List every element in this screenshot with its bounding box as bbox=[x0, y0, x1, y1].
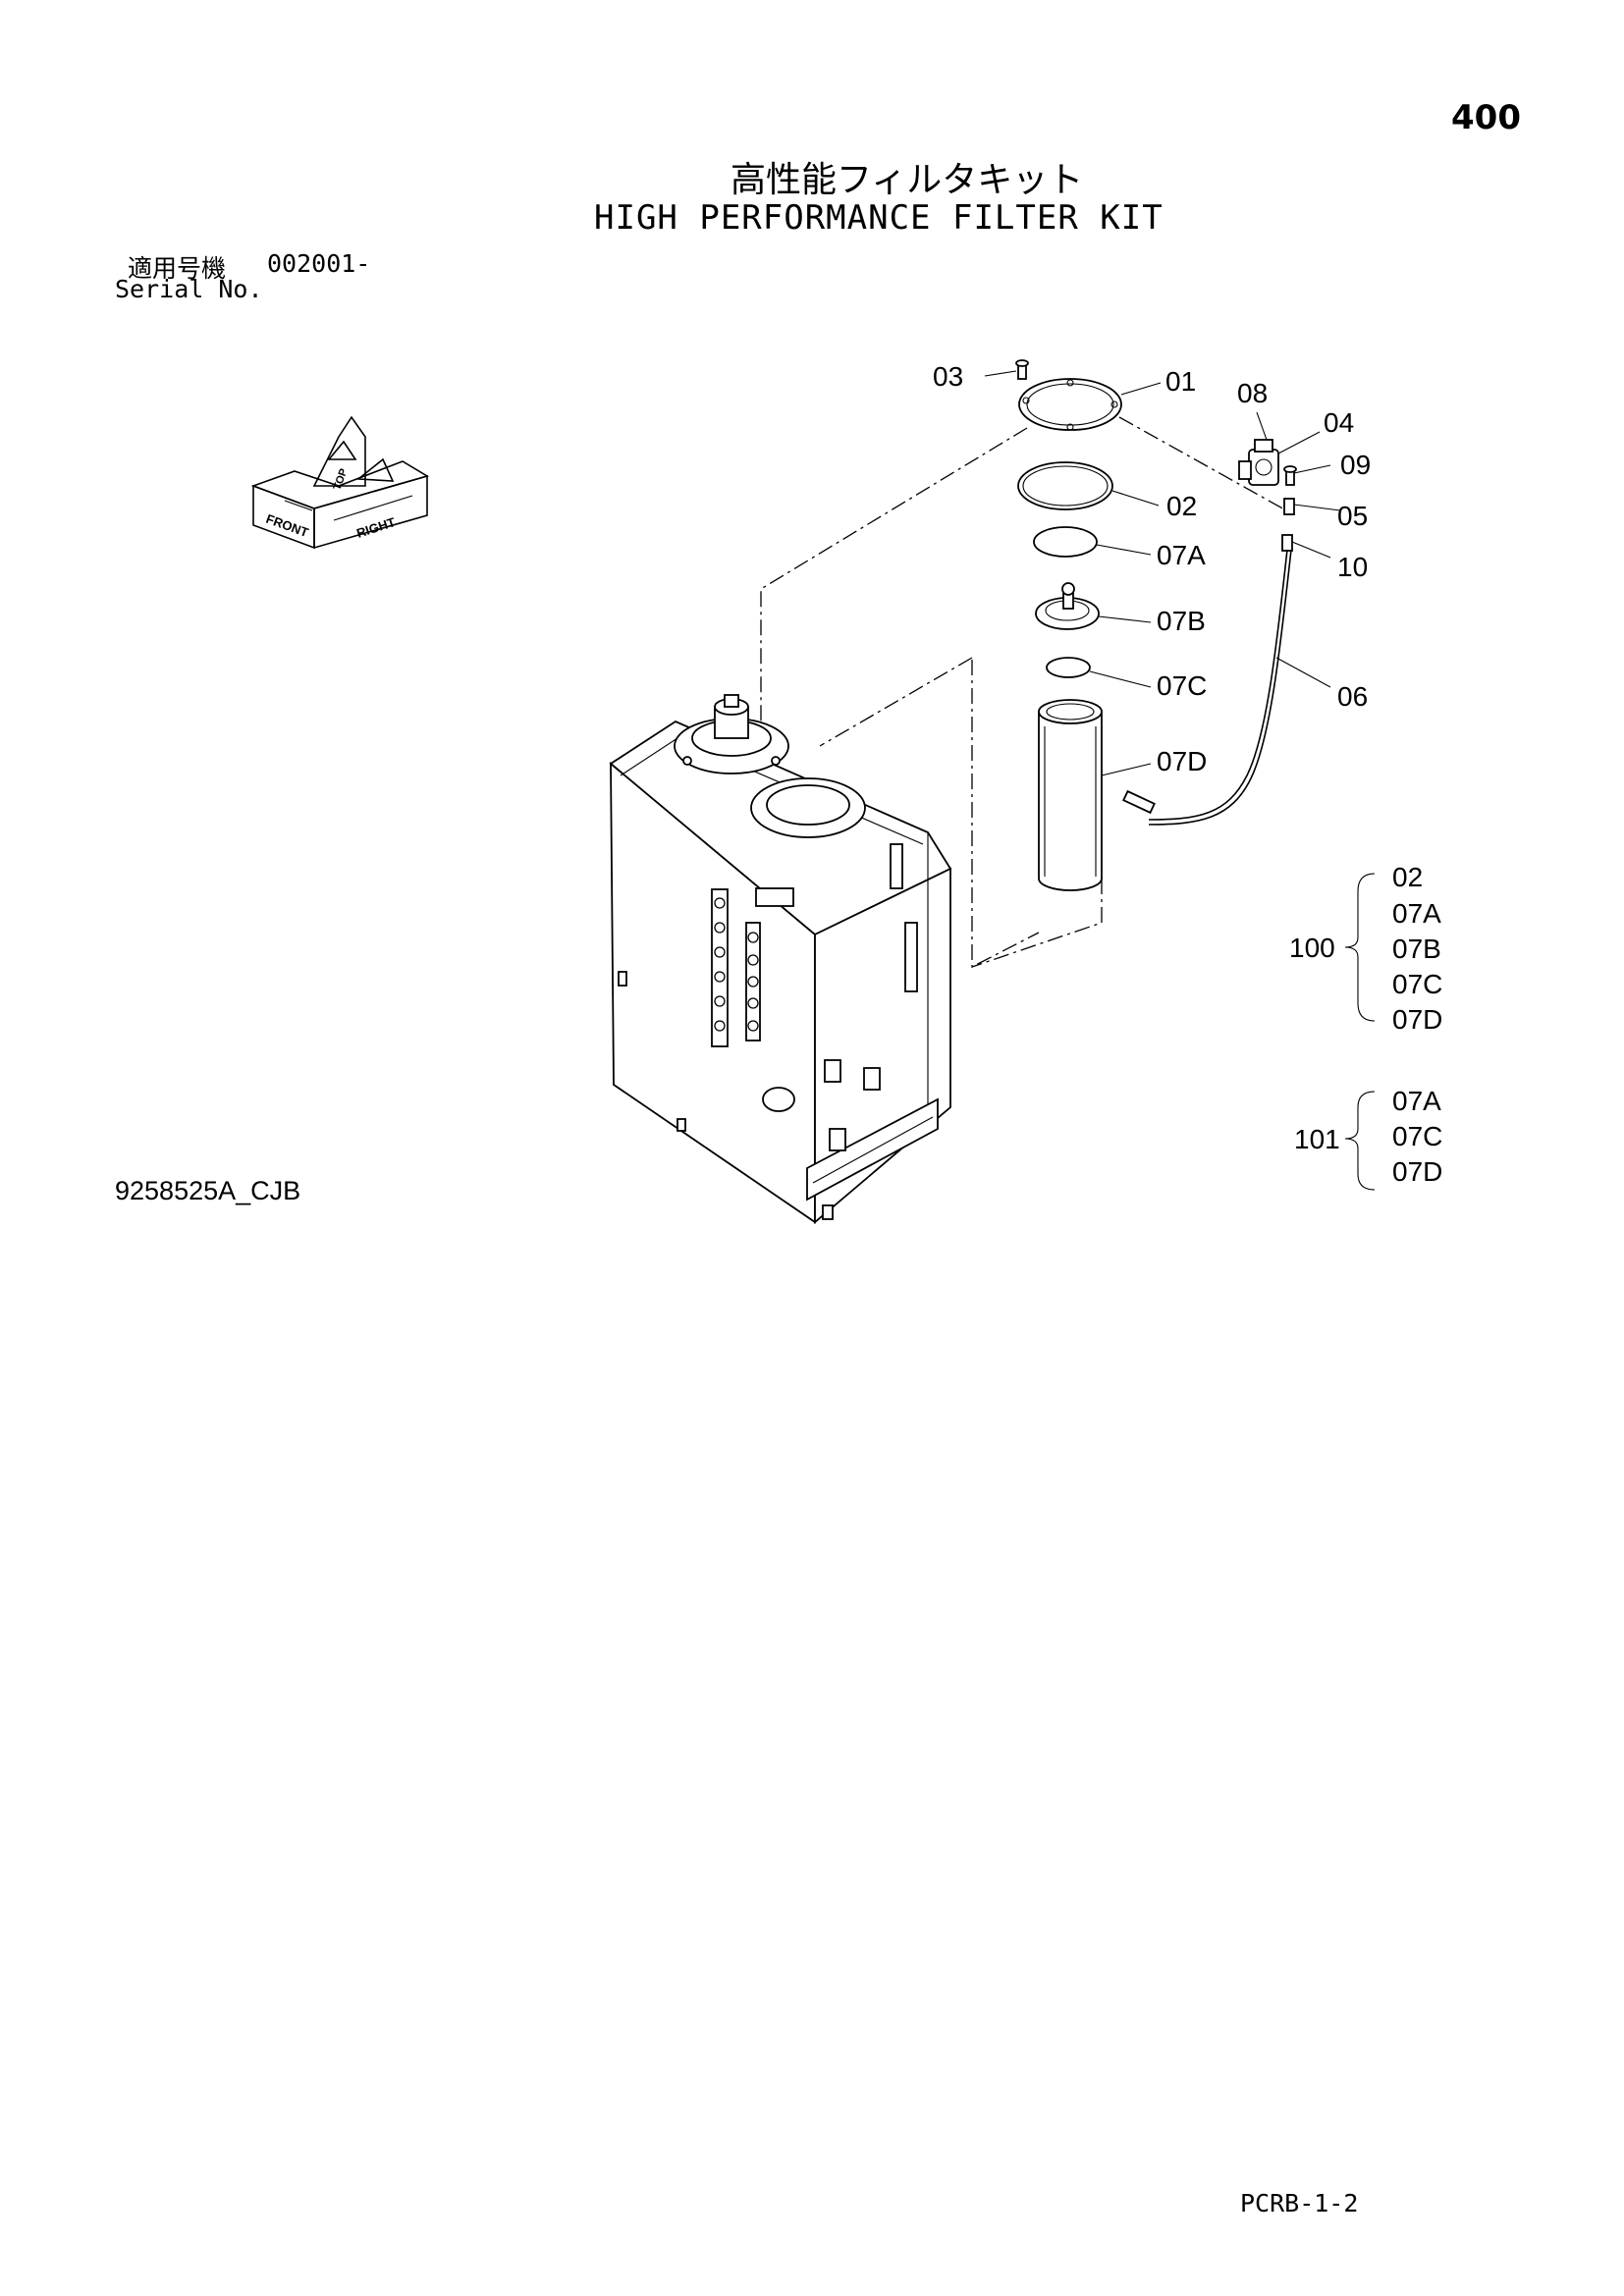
cover-bolt bbox=[1015, 359, 1029, 380]
callout-07A: 07A bbox=[1157, 540, 1206, 570]
kit-100-item: 07C bbox=[1392, 969, 1442, 999]
page-title-japanese: 高性能フィルタキット bbox=[731, 160, 1084, 200]
callout-09: 09 bbox=[1340, 450, 1371, 480]
compass-top-label: TOP bbox=[332, 467, 351, 492]
filter-o-ring bbox=[1046, 657, 1091, 678]
kit-100-number: 100 bbox=[1289, 933, 1335, 963]
kit-100-item: 07D bbox=[1392, 1004, 1442, 1035]
kit-101-item: 07D bbox=[1392, 1156, 1442, 1187]
compass-right-label: RIGHT bbox=[354, 514, 397, 541]
kit-101-number: 101 bbox=[1294, 1124, 1340, 1154]
callout-02: 02 bbox=[1166, 491, 1197, 521]
callout-07C: 07C bbox=[1157, 670, 1207, 701]
o-ring bbox=[1017, 461, 1113, 510]
callout-06: 06 bbox=[1337, 681, 1368, 712]
sensor-hose bbox=[1148, 549, 1288, 821]
serial-number-value: 002001- bbox=[267, 249, 371, 278]
hydraulic-tank bbox=[609, 694, 952, 1224]
drawing-number: 9258525A_CJB bbox=[115, 1176, 301, 1205]
callout-07D: 07D bbox=[1157, 746, 1207, 776]
footer-code: PCRB-1-2 bbox=[1240, 2189, 1359, 2217]
hose-fitting bbox=[1283, 498, 1295, 515]
kit-100-item: 02 bbox=[1392, 862, 1423, 892]
kit-101-item: 07C bbox=[1392, 1121, 1442, 1151]
callout-03: 03 bbox=[933, 361, 963, 392]
callout-leaders bbox=[984, 370, 1341, 776]
compass-front-label: FRONT bbox=[264, 511, 310, 540]
clogging-indicator bbox=[1238, 439, 1297, 486]
callout-01: 01 bbox=[1165, 366, 1196, 397]
page-number: 400 bbox=[1451, 98, 1521, 137]
kit-100-item: 07A bbox=[1392, 898, 1441, 929]
serial-label-japanese: 適用号機 bbox=[128, 254, 227, 283]
kit-101-group: 101 07A 07C 07D bbox=[1294, 1086, 1442, 1191]
filter-seal-ring bbox=[1033, 526, 1098, 558]
orientation-compass-icon: FRONT RIGHT TOP bbox=[250, 415, 429, 550]
callout-05: 05 bbox=[1337, 501, 1368, 531]
filter-spring-plate bbox=[1035, 582, 1100, 630]
callout-04: 04 bbox=[1324, 407, 1354, 438]
serial-label: Serial No. bbox=[115, 275, 263, 303]
callout-08: 08 bbox=[1237, 378, 1268, 408]
page-title: HIGH PERFORMANCE FILTER KIT bbox=[594, 198, 1164, 238]
kit-100-group: 100 02 07A 07B 07C 07D bbox=[1289, 862, 1442, 1035]
callout-07B: 07B bbox=[1157, 606, 1206, 636]
filter-element bbox=[1038, 699, 1103, 891]
kit-101-item: 07A bbox=[1392, 1086, 1441, 1116]
callout-10: 10 bbox=[1337, 552, 1368, 582]
filter-cover bbox=[1018, 378, 1122, 431]
kit-100-item: 07B bbox=[1392, 934, 1441, 964]
hose-connector bbox=[1281, 534, 1293, 552]
